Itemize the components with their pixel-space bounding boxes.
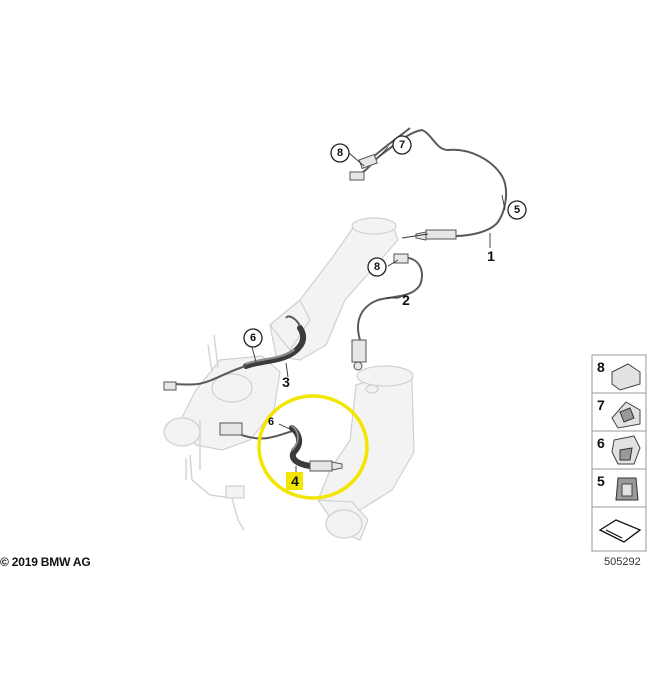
callout-7: 7	[392, 135, 412, 155]
callout-6-lower: 6	[268, 416, 274, 428]
copyright-text: © 2019 BMW AG	[0, 555, 91, 569]
position-label-2: 2	[402, 292, 410, 308]
legend-number-8: 8	[597, 359, 605, 375]
position-labels: 1 2 3 4	[282, 248, 495, 490]
part-4-oxygen-sensor	[219, 422, 343, 472]
clip-8-icon	[611, 363, 641, 391]
legend-number-5: 5	[597, 473, 605, 489]
leader-lines	[251, 146, 506, 478]
legend-number-6: 6	[597, 435, 605, 451]
svg-text:8: 8	[374, 261, 380, 273]
legend-number-7: 7	[597, 397, 605, 413]
part-3-cable-hose	[163, 315, 307, 391]
callouts: 8 7 5 8 6 6	[243, 135, 527, 428]
callout-6-upper: 6	[243, 328, 263, 348]
svg-text:6: 6	[268, 416, 274, 428]
return-arrow-icon	[598, 519, 642, 543]
svg-text:6: 6	[250, 332, 256, 344]
position-label-4-highlight	[286, 472, 303, 490]
part-1-oxygen-sensor-cable	[349, 127, 508, 241]
svg-text:8: 8	[337, 147, 343, 159]
position-label-4: 4	[291, 473, 299, 489]
diagram-id: 505292	[604, 556, 641, 568]
callout-8-upper: 8	[330, 143, 350, 163]
svg-text:7: 7	[399, 139, 405, 151]
position-label-1: 1	[487, 248, 495, 264]
part-2-oxygen-sensor-cable	[351, 253, 423, 371]
position-label-3: 3	[282, 374, 290, 390]
legend: 8 7 6 5	[591, 354, 647, 552]
callout-8-lower: 8	[367, 257, 387, 277]
highlight-ring	[257, 394, 369, 500]
svg-text:5: 5	[514, 204, 520, 216]
callout-5: 5	[507, 200, 527, 220]
